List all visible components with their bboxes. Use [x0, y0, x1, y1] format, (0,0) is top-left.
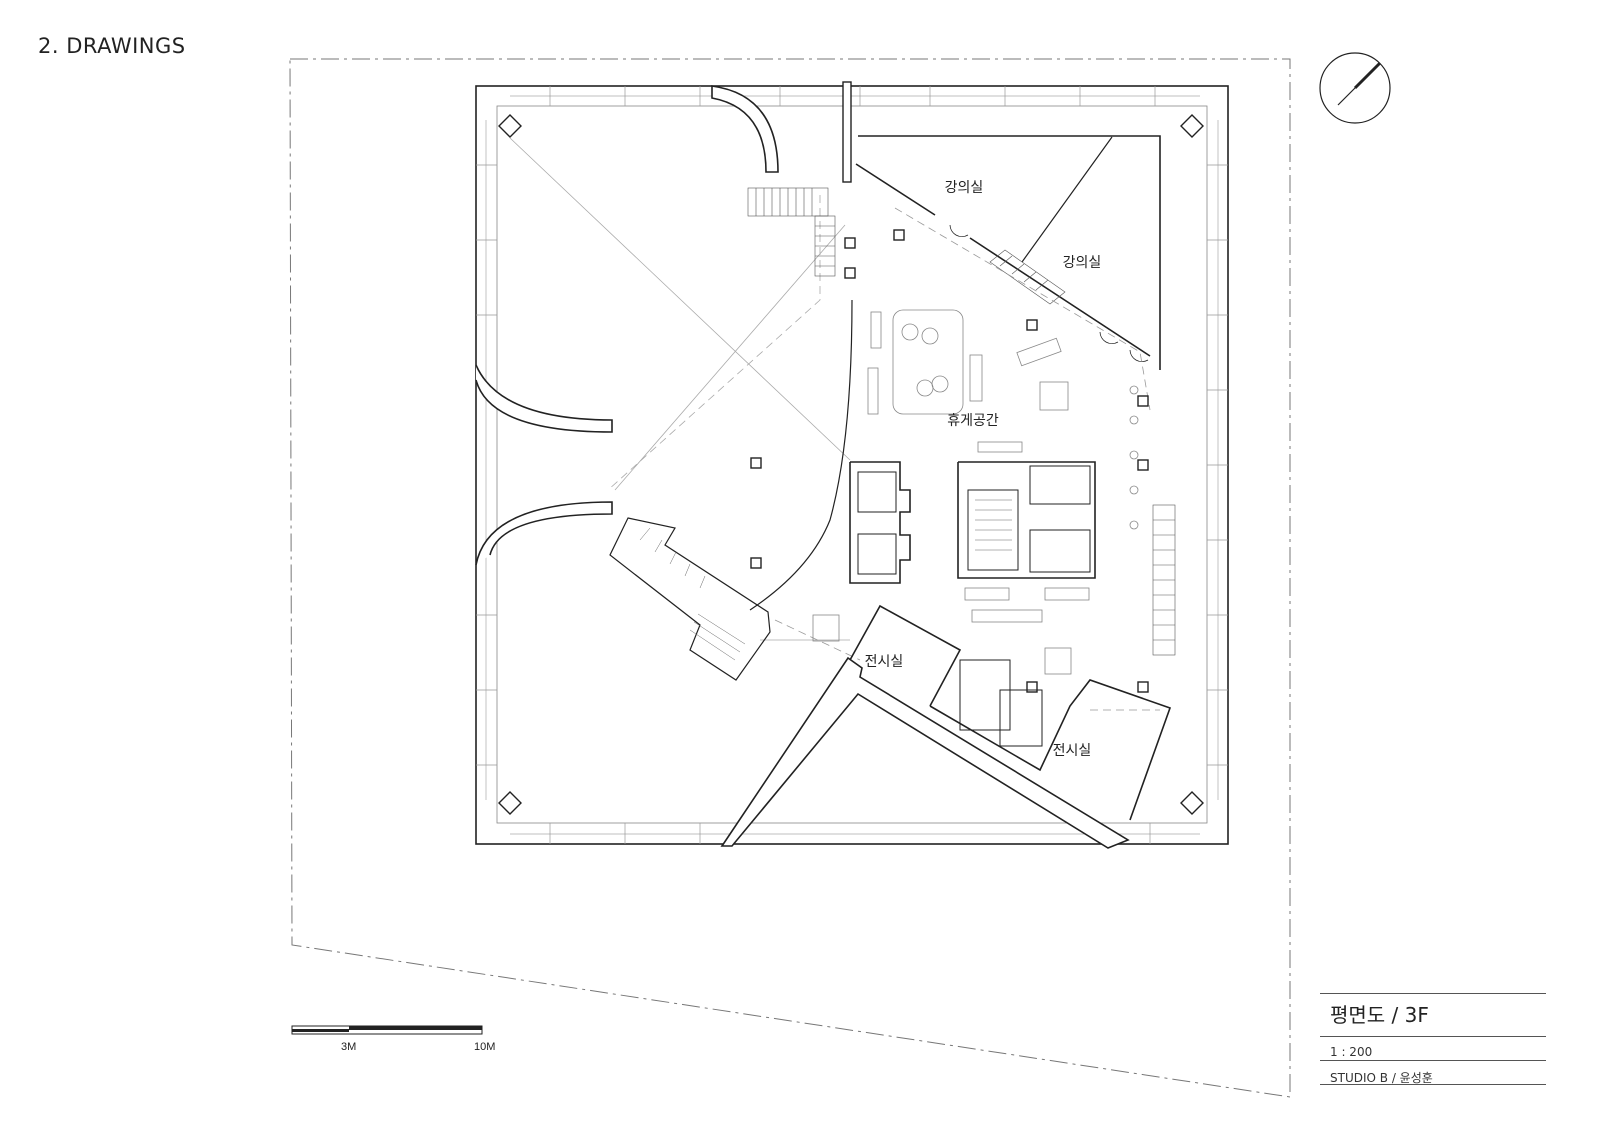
drawing-scale: 1 : 200: [1330, 1045, 1373, 1059]
room-label-exhibition-1: 전시실: [865, 654, 904, 670]
stair-north: [747, 187, 836, 277]
lecture-room-walls: [855, 135, 1161, 370]
facade-mullions: [476, 86, 1228, 844]
scale-label-3m: 3M: [341, 1041, 356, 1053]
exhibition-walls: [849, 604, 1172, 821]
southern-diagonal-wall: [720, 656, 1130, 849]
north-arrow-icon: [1319, 52, 1391, 124]
drawing-title: 평면도 / 3F: [1330, 1003, 1429, 1027]
scale-bar: 3M 10M: [291, 1025, 495, 1053]
north-wall: [842, 81, 852, 183]
stair-northeast: [989, 249, 1066, 305]
square-columns: [750, 229, 1149, 693]
room-label-lounge: 휴게공간: [947, 413, 999, 429]
building-frame: [475, 85, 1229, 845]
scale-label-10m: 10M: [474, 1041, 495, 1053]
stair-southwest: [609, 517, 771, 681]
corner-columns: [498, 114, 1204, 815]
section-title: 2. DRAWINGS: [38, 34, 186, 58]
lounge-curve: [749, 299, 853, 611]
lounge-dashed-lines: [774, 207, 1160, 711]
lounge-furniture: [812, 309, 1139, 675]
curved-walls: [475, 85, 779, 566]
site-boundary: [289, 58, 1291, 1098]
room-label-lecture-1: 강의실: [945, 180, 984, 196]
stair-east: [1152, 504, 1176, 656]
studio-credit: STUDIO B / 윤성훈: [1330, 1071, 1433, 1085]
room-label-lecture-2: 강의실: [1063, 255, 1102, 271]
void-area: [509, 137, 851, 641]
building-core: [849, 461, 1096, 584]
room-label-exhibition-2: 전시실: [1053, 743, 1092, 759]
